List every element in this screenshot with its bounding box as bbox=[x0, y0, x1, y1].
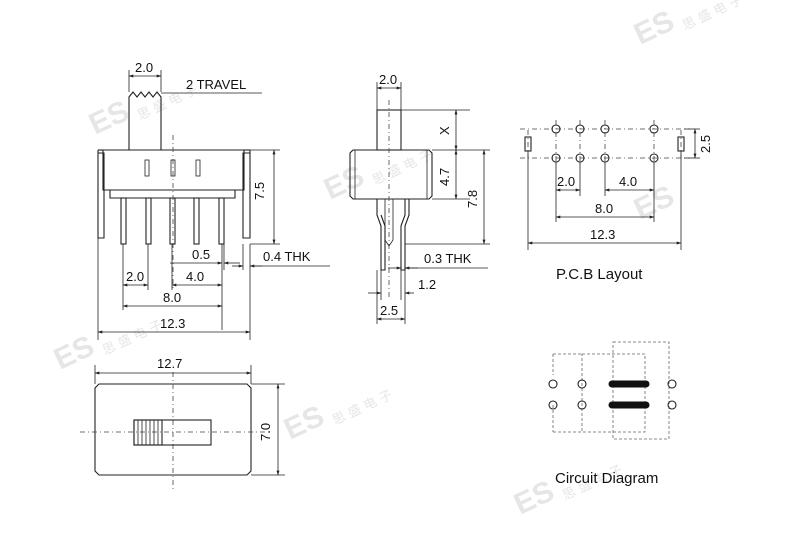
front-dim-travel: 2 TRAVEL bbox=[186, 77, 246, 92]
watermark-brand: ES bbox=[279, 400, 329, 447]
pcb-layout-caption: P.C.B Layout bbox=[556, 266, 643, 283]
side-dim-total-height: 7.8 bbox=[465, 190, 480, 208]
watermark-brand: ES bbox=[49, 330, 99, 377]
circuit-terminal bbox=[577, 400, 587, 410]
watermark-chinese: 思 盛 电 子 bbox=[680, 0, 745, 34]
pcb-layout bbox=[520, 120, 690, 167]
top-view-dimensions: 12.7 7.0 bbox=[94, 356, 285, 476]
front-dim-pitch-8: 8.0 bbox=[163, 290, 181, 305]
circuit-diagram-caption: Circuit Diagram bbox=[555, 470, 658, 487]
circuit-diagram: Circuit Diagram bbox=[548, 341, 677, 487]
front-view bbox=[97, 91, 251, 290]
side-view bbox=[349, 100, 433, 300]
watermark-brand: ES bbox=[84, 95, 134, 142]
front-dim-total: 12.3 bbox=[160, 316, 185, 331]
watermark-chinese: 思 盛 电 子 bbox=[370, 148, 435, 189]
top-dim-height: 7.0 bbox=[258, 423, 273, 441]
front-dim-pitch-4: 4.0 bbox=[186, 269, 204, 284]
front-dim-pin-width: 0.5 bbox=[192, 247, 210, 262]
watermark-chinese: 思 盛 电 子 bbox=[100, 318, 165, 359]
side-dim-pin-span: 2.5 bbox=[380, 303, 398, 318]
front-dim-thickness: 0.4 THK bbox=[263, 249, 311, 264]
circuit-terminal bbox=[667, 379, 677, 389]
front-dim-pitch-2: 2.0 bbox=[126, 269, 144, 284]
side-dim-actuator: 2.0 bbox=[379, 72, 397, 87]
pcb-layout-dimensions: 2.5 2.0 4.0 8.0 12.3 P.C.B Layout bbox=[527, 128, 713, 283]
top-view bbox=[80, 372, 270, 490]
pcb-dim-height: 2.5 bbox=[698, 135, 713, 153]
pcb-dim-pitch-4: 4.0 bbox=[619, 174, 637, 189]
circuit-terminal bbox=[667, 400, 677, 410]
front-view-dimensions: 2.0 2 TRAVEL 7.5 0.5 0.4 THK 2.0 4.0 8.0… bbox=[97, 60, 330, 340]
top-dim-width: 12.7 bbox=[157, 356, 182, 371]
pcb-dim-pitch-8: 8.0 bbox=[595, 201, 613, 216]
pcb-dim-pitch-2: 2.0 bbox=[557, 174, 575, 189]
side-dim-body-height: 4.7 bbox=[437, 168, 452, 186]
side-dim-x: X bbox=[437, 126, 452, 135]
side-dim-thickness: 0.3 THK bbox=[424, 251, 472, 266]
side-dim-pin-gap: 1.2 bbox=[418, 277, 436, 292]
circuit-terminal bbox=[577, 379, 587, 389]
side-view-dimensions: 2.0 X 4.7 7.8 0.3 THK 1.2 2.5 bbox=[368, 72, 490, 324]
watermark-brand: ES bbox=[509, 475, 559, 522]
circuit-terminal bbox=[548, 379, 558, 389]
front-dim-height: 7.5 bbox=[252, 182, 267, 200]
pcb-dim-total: 12.3 bbox=[590, 227, 615, 242]
circuit-terminal bbox=[548, 400, 558, 410]
front-dim-actuator: 2.0 bbox=[135, 60, 153, 75]
watermark-brand: ES bbox=[629, 5, 679, 52]
watermark-chinese: 思 盛 电 子 bbox=[330, 388, 395, 429]
